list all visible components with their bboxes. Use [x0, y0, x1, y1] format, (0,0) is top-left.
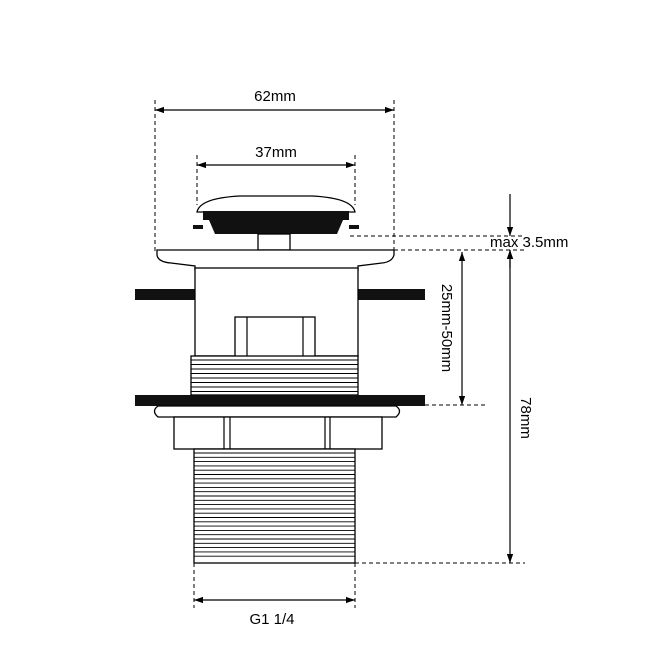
label-basin-thickness: 25mm-50mm: [438, 284, 455, 372]
pop-up-cap: [193, 195, 359, 251]
label-cap-gap: max 3.5mm: [490, 234, 568, 251]
label-total-height: 78mm: [517, 397, 534, 439]
washer: [153, 405, 401, 418]
label-overall-width: 62mm: [254, 88, 296, 105]
lower-thread: [193, 448, 356, 564]
extension-lines: [154, 100, 525, 608]
flange: [156, 249, 395, 271]
upper-thread: [190, 355, 359, 396]
lock-nut: [173, 416, 383, 450]
upper-body: [194, 267, 359, 358]
label-cap-width: 37mm: [255, 144, 297, 161]
label-thread: G1 1/4: [249, 611, 294, 628]
basin-bottom-plate: [135, 395, 425, 406]
